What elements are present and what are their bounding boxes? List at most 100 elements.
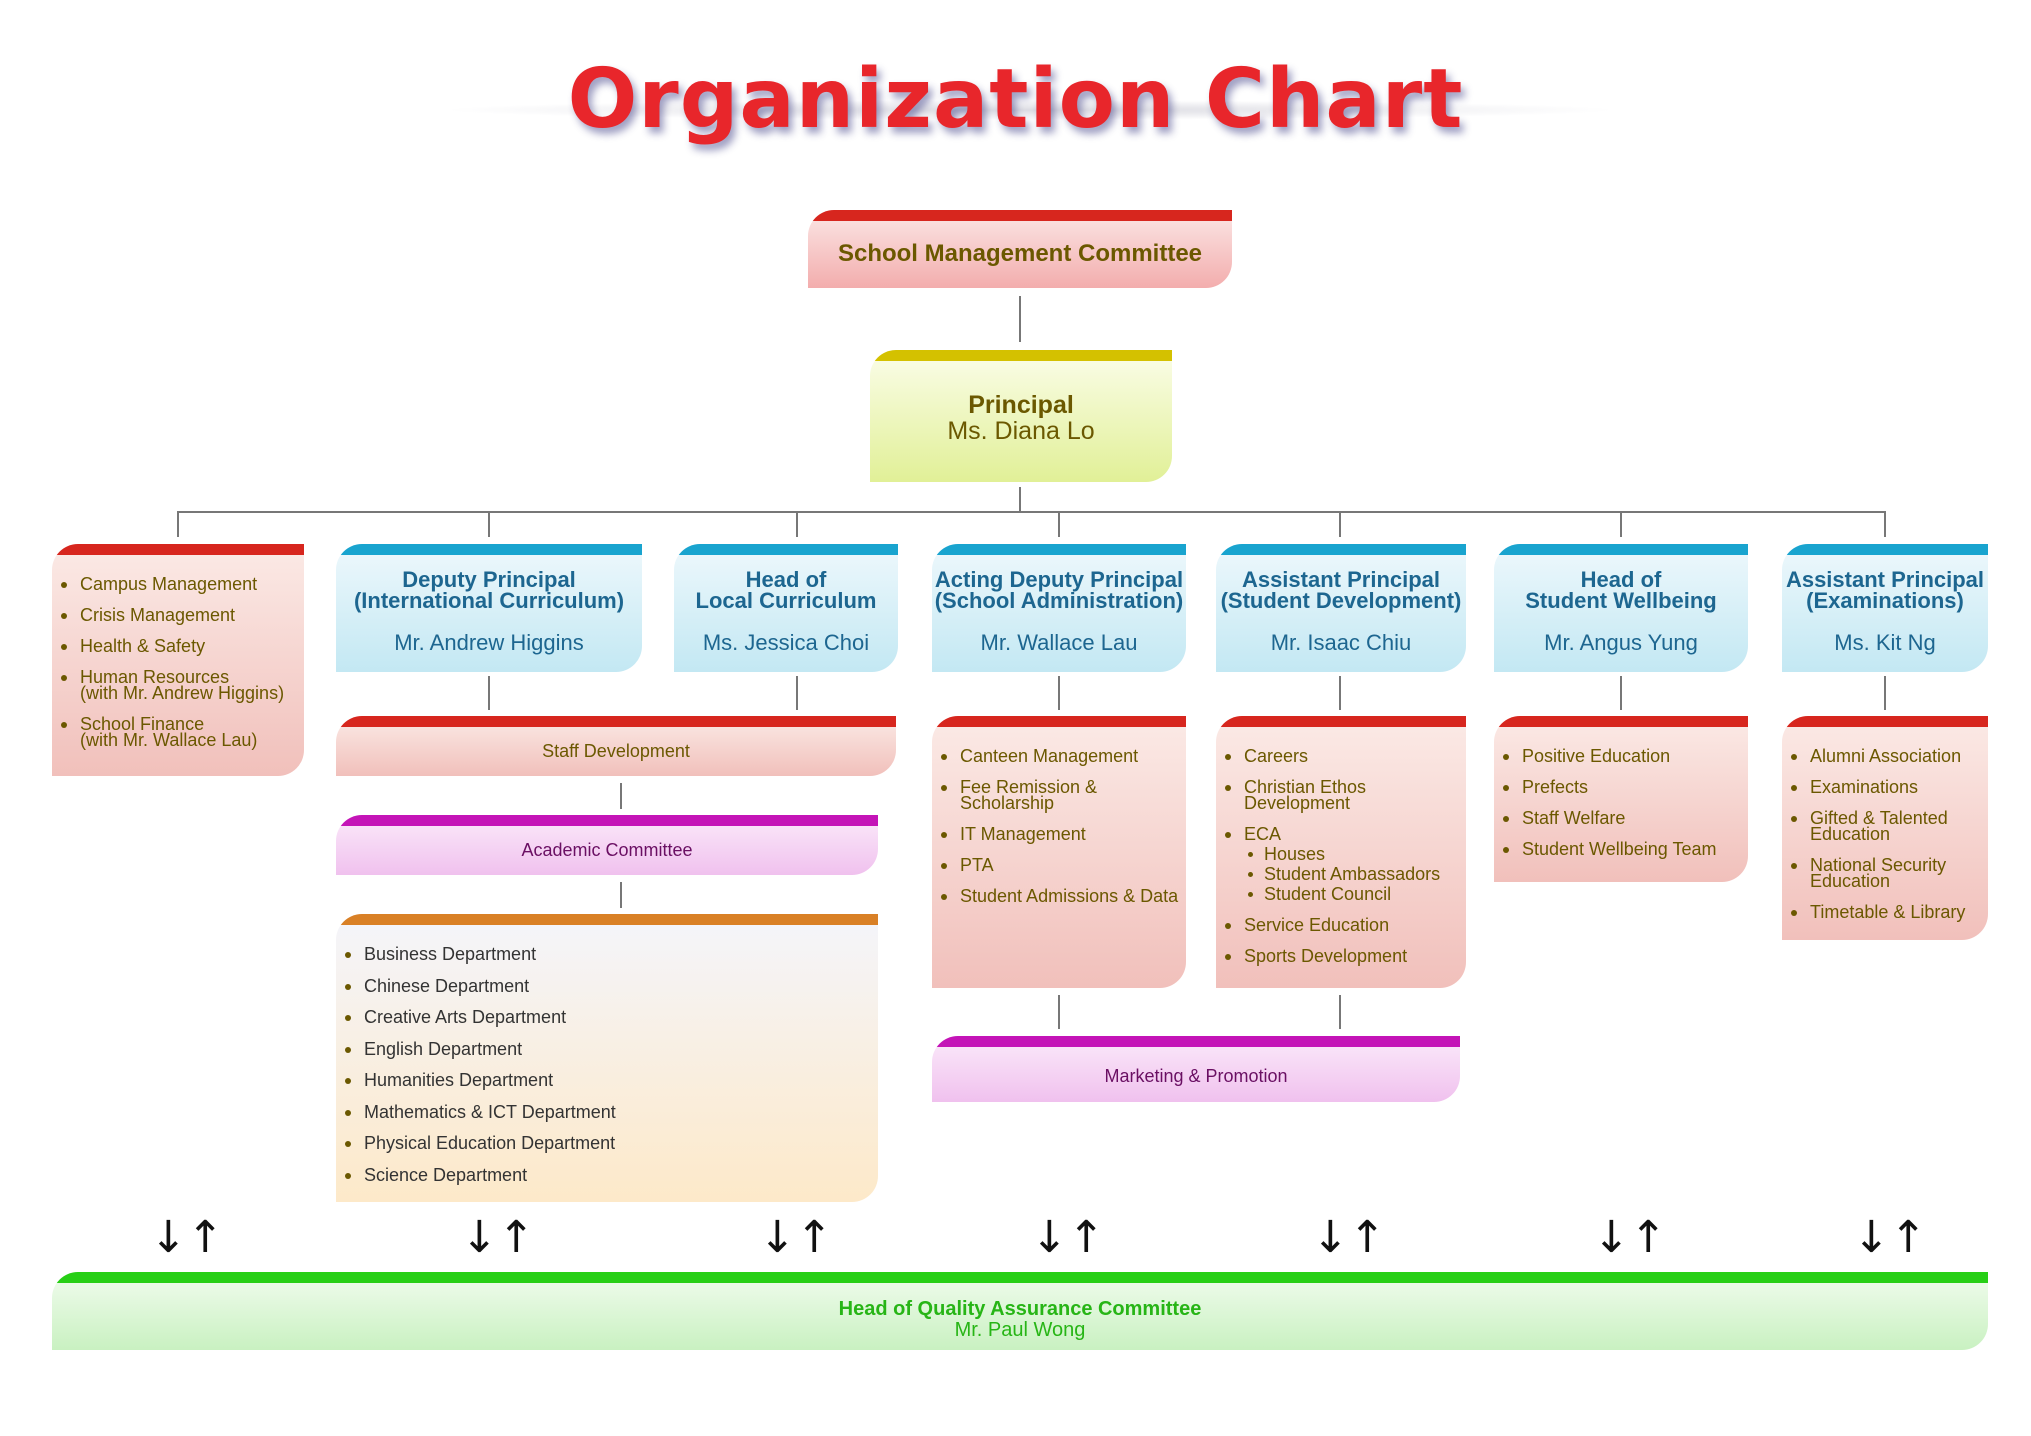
staff-development-label: Staff Development xyxy=(542,741,690,761)
list-item-text: Human Resources xyxy=(80,667,230,687)
box-accent-bar xyxy=(1216,544,1466,555)
head-title-line-2: Student Wellbeing xyxy=(1525,588,1717,613)
head-title-line-1: Head of xyxy=(745,567,827,592)
operations-box: Campus Management Crisis Management Heal… xyxy=(52,544,304,776)
up-down-arrows-icon: ↓↑ xyxy=(1031,1212,1105,1263)
list-item: Alumni Association xyxy=(1782,747,1988,765)
eca-sublist: Houses Student Ambassadors Student Counc… xyxy=(1244,845,1466,903)
title-glow xyxy=(440,100,1620,120)
list-item-text: School Finance xyxy=(80,714,205,734)
connector-drop-5 xyxy=(1339,511,1341,537)
box-accent-bar xyxy=(932,716,1186,727)
connector-drop-1 xyxy=(177,511,179,537)
list-item-text: (with Mr. Wallace Lau) xyxy=(80,730,258,750)
head-name: Ms. Kit Ng xyxy=(1834,630,1936,655)
list-item: Student Ambassadors xyxy=(1244,865,1466,883)
list-item-text: Gifted & Talented xyxy=(1810,808,1948,828)
list-item: Sports Development xyxy=(1216,947,1466,965)
up-down-arrows-icon: ↓↑ xyxy=(1853,1212,1927,1263)
principal-title: Principal xyxy=(968,391,1074,419)
list-item: Fee Remission &Scholarship xyxy=(932,777,1186,813)
connector-academic-departments xyxy=(620,882,622,908)
connector-dev-head xyxy=(1339,676,1341,710)
head-box-local-curriculum: Head of Local Curriculum Ms. Jessica Cho… xyxy=(674,544,898,672)
list-item: Health & Safety xyxy=(52,637,304,655)
departments-box: Business Department Chinese Department C… xyxy=(336,914,878,1202)
box-accent-bar xyxy=(336,544,642,555)
box-accent-bar xyxy=(1494,544,1748,555)
staff-development-box: Staff Development xyxy=(336,716,896,776)
box-accent-bar xyxy=(52,544,304,555)
list-item: English Department xyxy=(336,1040,878,1058)
list-item: Service Education xyxy=(1216,916,1466,934)
list-item: Student Wellbeing Team xyxy=(1494,840,1748,858)
head-box-deputy-principal: Deputy Principal (International Curricul… xyxy=(336,544,642,672)
administration-list: Canteen Management Fee Remission &Schola… xyxy=(932,747,1186,919)
list-item: ECA Houses Student Ambassadors Student C… xyxy=(1216,825,1466,903)
box-accent-bar xyxy=(336,716,896,727)
examinations-list: Alumni Association Examinations Gifted &… xyxy=(1782,747,1988,935)
head-title-line-2: (International Curriculum) xyxy=(353,588,625,613)
list-item-text: Christian Ethos xyxy=(1244,777,1367,797)
connector-deputy-staff xyxy=(488,676,490,710)
box-accent-bar xyxy=(336,914,878,925)
list-item: Student Council xyxy=(1244,885,1466,903)
connector-drop-6 xyxy=(1620,511,1622,537)
box-accent-bar xyxy=(674,544,898,555)
operations-list: Campus Management Crisis Management Heal… xyxy=(52,575,304,763)
head-title-line-1: Acting Deputy Principal xyxy=(934,567,1184,592)
connector-wellbeing-head xyxy=(1620,676,1622,710)
connector-staff-academic xyxy=(620,783,622,809)
box-accent-bar xyxy=(808,210,1232,221)
box-accent-bar xyxy=(932,1036,1460,1047)
head-box-assistant-principal-student-dev: Assistant Principal (Student Development… xyxy=(1216,544,1466,672)
head-title-line-2: (Student Development) xyxy=(1220,588,1462,613)
academic-committee-label: Academic Committee xyxy=(521,840,693,860)
list-item: Crisis Management xyxy=(52,606,304,624)
list-item-text: Scholarship xyxy=(960,793,1055,813)
list-item: Timetable & Library xyxy=(1782,903,1988,921)
list-item: Science Department xyxy=(336,1166,878,1184)
box-accent-bar xyxy=(1782,716,1988,727)
head-title-line-1: Deputy Principal xyxy=(402,567,576,592)
head-name: Mr. Isaac Chiu xyxy=(1270,630,1412,655)
box-accent-bar xyxy=(1782,544,1988,555)
qa-name: Mr. Paul Wong xyxy=(954,1319,1086,1341)
connector-bus xyxy=(177,511,1885,513)
list-item: Houses xyxy=(1244,845,1466,863)
list-item: Creative Arts Department xyxy=(336,1008,878,1026)
list-item: Mathematics & ICT Department xyxy=(336,1103,878,1121)
list-item-text: National Security xyxy=(1810,855,1947,875)
connector-drop-4 xyxy=(1058,511,1060,537)
connector-exam-head xyxy=(1884,676,1886,710)
list-item: Positive Education xyxy=(1494,747,1748,765)
list-item-text: Development xyxy=(1244,793,1351,813)
head-title-line-1: Assistant Principal xyxy=(1241,567,1441,592)
head-box-acting-deputy-principal: Acting Deputy Principal (School Administ… xyxy=(932,544,1186,672)
box-accent-bar xyxy=(1494,716,1748,727)
head-box-student-wellbeing: Head of Student Wellbeing Mr. Angus Yung xyxy=(1494,544,1748,672)
administration-box: Canteen Management Fee Remission &Schola… xyxy=(932,716,1186,988)
head-box-assistant-principal-exams: Assistant Principal (Examinations) Ms. K… xyxy=(1782,544,1988,672)
departments-list: Business Department Chinese Department C… xyxy=(336,945,878,1198)
list-item: Staff Welfare xyxy=(1494,809,1748,827)
qa-title: Head of Quality Assurance Committee xyxy=(838,1298,1202,1320)
head-name: Mr. Andrew Higgins xyxy=(394,630,584,655)
examinations-box: Alumni Association Examinations Gifted &… xyxy=(1782,716,1988,940)
up-down-arrows-icon: ↓↑ xyxy=(150,1212,224,1263)
marketing-promotion-box: Marketing & Promotion xyxy=(932,1036,1460,1102)
list-item: Campus Management xyxy=(52,575,304,593)
box-accent-bar xyxy=(1216,716,1466,727)
list-item-text: Education xyxy=(1810,871,1891,891)
box-accent-bar xyxy=(52,1272,1988,1283)
connector-smc-principal xyxy=(1019,296,1021,342)
connector-drop-7 xyxy=(1884,511,1886,537)
academic-committee-box: Academic Committee xyxy=(336,815,878,875)
list-item: Prefects xyxy=(1494,778,1748,796)
list-item-text: Fee Remission & xyxy=(960,777,1098,797)
box-accent-bar xyxy=(870,350,1172,361)
